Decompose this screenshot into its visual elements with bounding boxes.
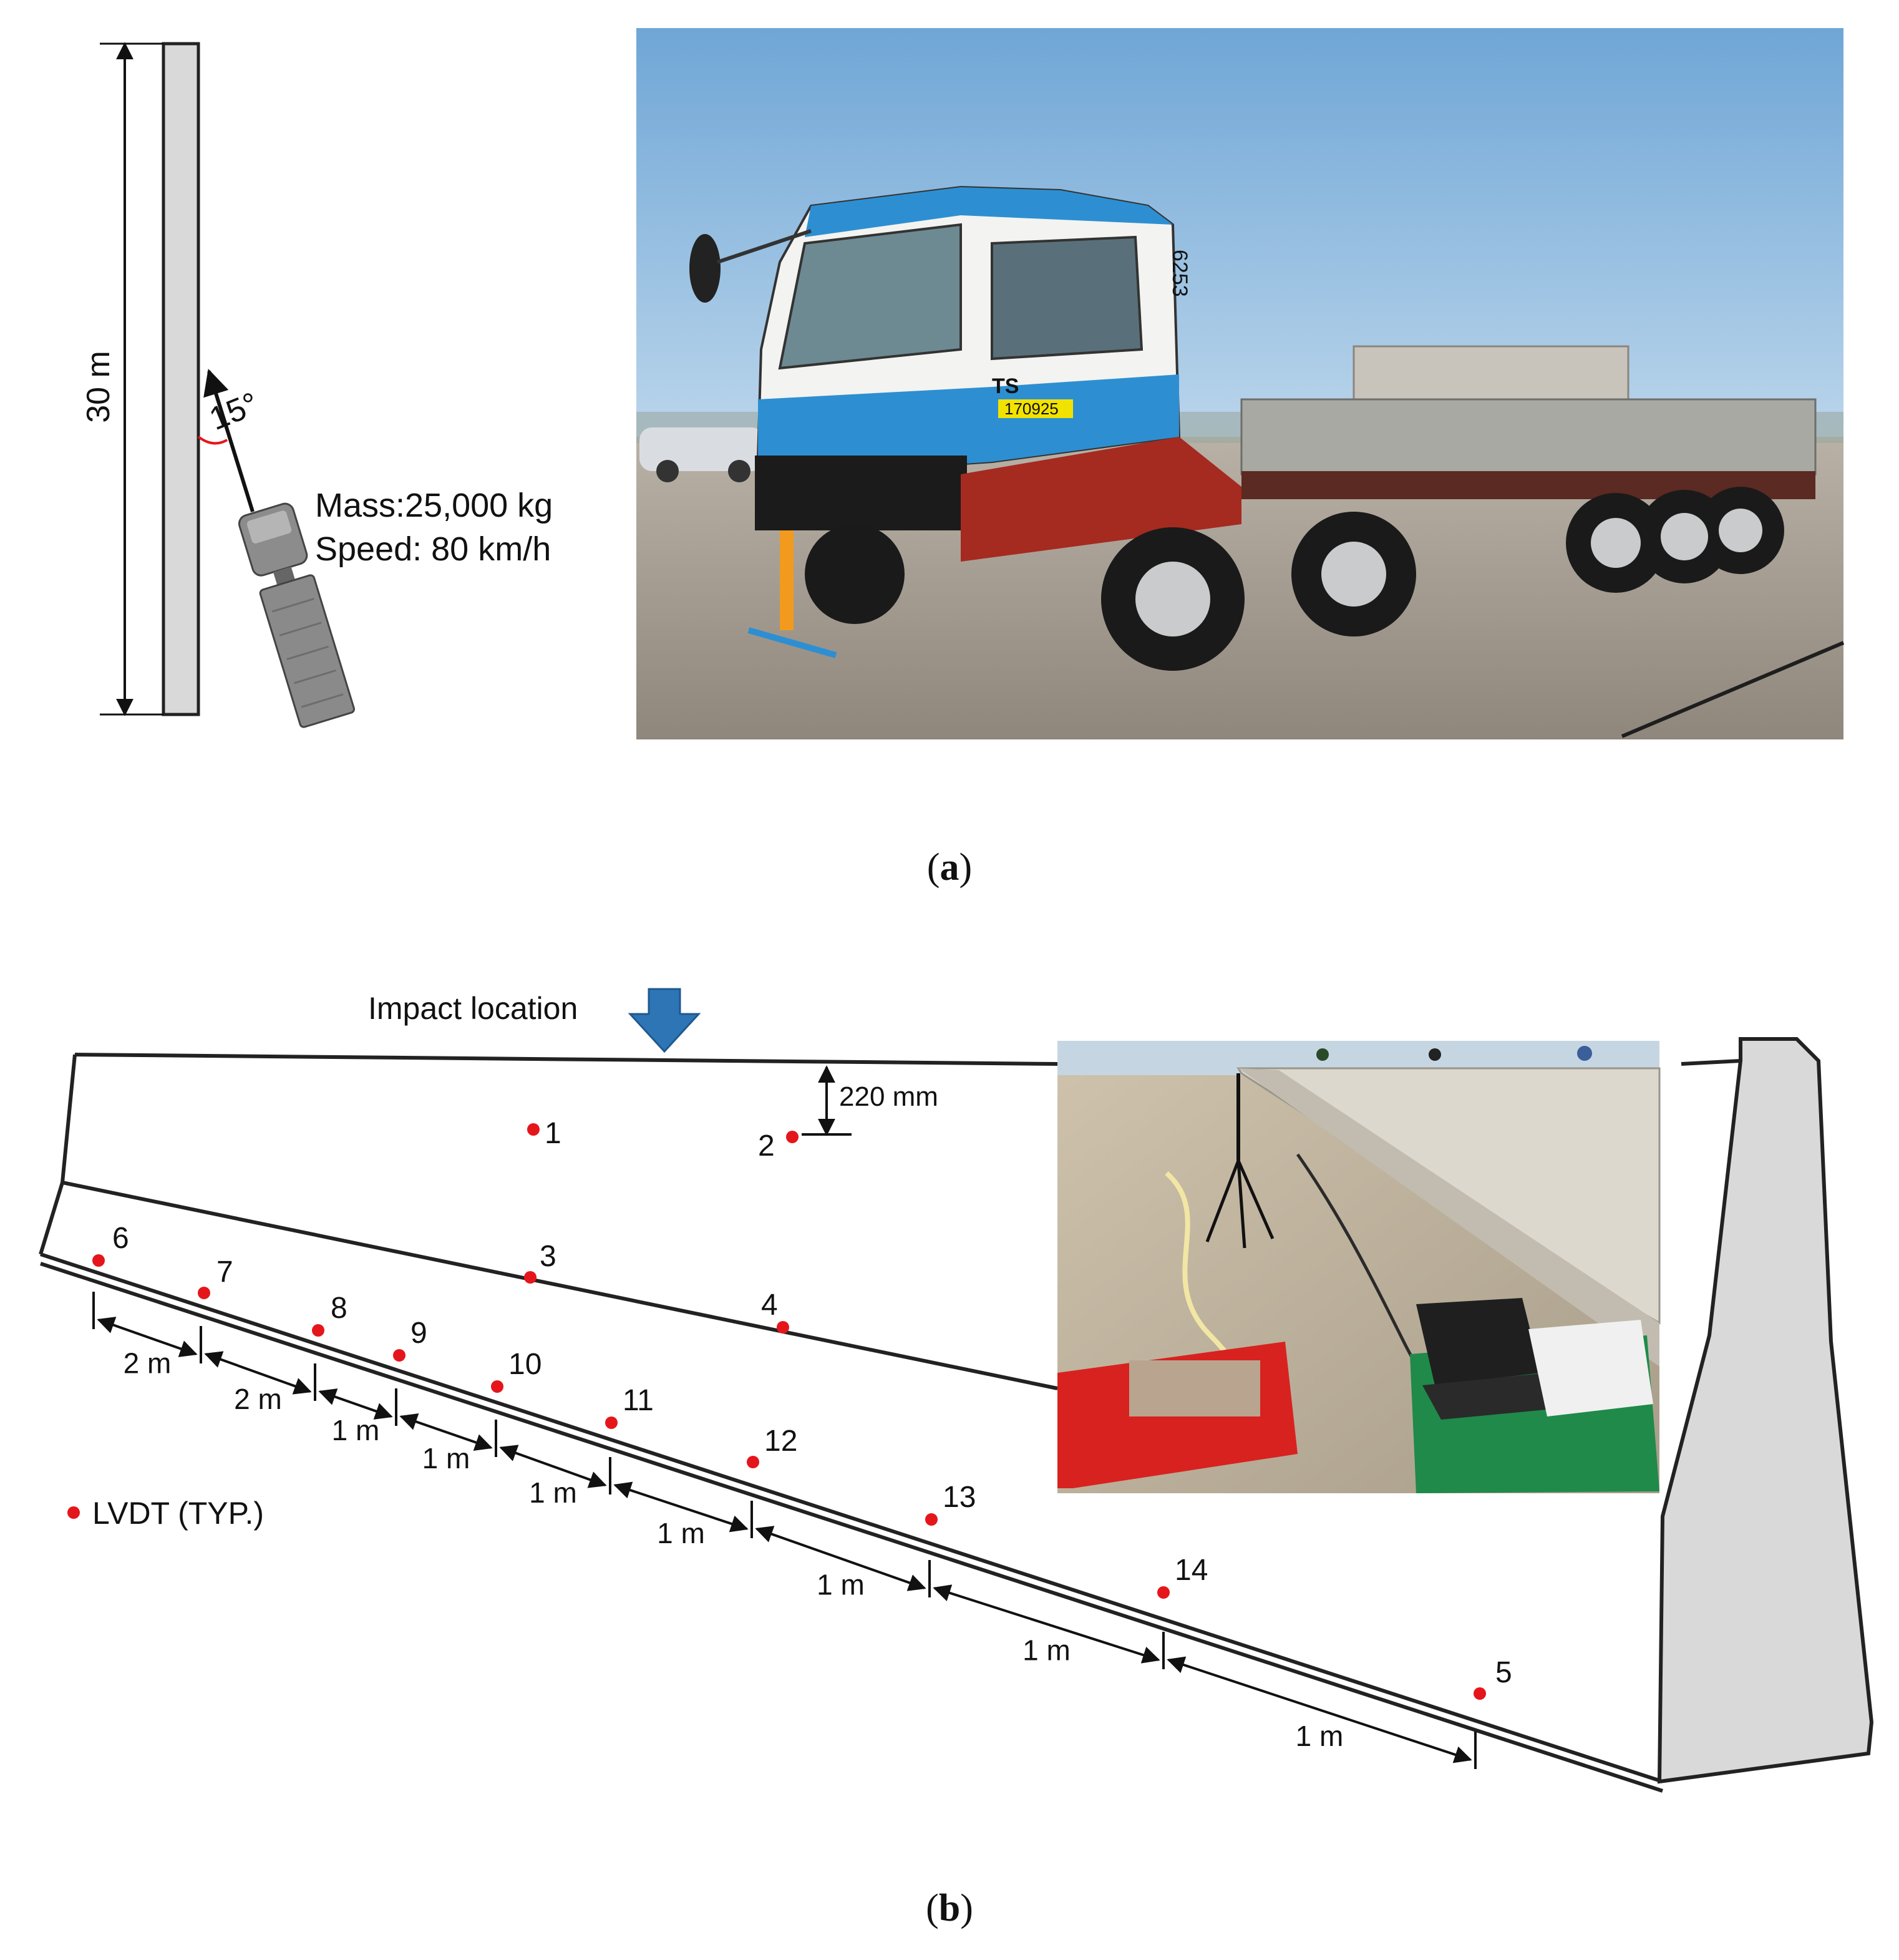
truck-top-view-icon [238, 502, 355, 728]
offset-label: 220 mm [839, 1081, 938, 1112]
cab-number-text: 6253 [1168, 250, 1192, 297]
cab-logo-text: TS [992, 374, 1019, 398]
truck-photo: 170925 TS 6253 [636, 28, 1845, 739]
spacing-label: 1 m [332, 1414, 380, 1446]
impact-arrow-icon [628, 988, 701, 1053]
caption-b: (b) [926, 1887, 973, 1929]
caption-a: (a) [927, 846, 972, 889]
lvdt-sensor-label: 3 [540, 1240, 556, 1273]
lvdt-sensor-dot [92, 1254, 105, 1267]
dimension-arrow [97, 1317, 198, 1357]
lvdt-sensor-dot [312, 1324, 324, 1337]
lvdt-sensor-label: 7 [216, 1255, 233, 1289]
lvdt-sensor-dot [393, 1349, 406, 1362]
spacing-label: 1 m [529, 1476, 577, 1509]
vehicle-mass-label: Mass:25,000 kg [315, 487, 553, 524]
lvdt-sensor-dot [491, 1380, 503, 1393]
spacing-label: 1 m [817, 1569, 865, 1601]
barrier-length-label: 30 m [80, 351, 117, 423]
impact-location-marker: Impact location [368, 988, 701, 1053]
lvdt-sensor-dot [925, 1513, 938, 1526]
spacing-label: 1 m [422, 1442, 470, 1475]
spacing-label: 1 m [1296, 1720, 1344, 1752]
lvdt-sensor-label: 8 [331, 1292, 347, 1325]
legend-label: LVDT (TYP.) [92, 1496, 264, 1531]
panel-a: 30 m 15° Mass:25,000 kg Speed: 80 km/h [80, 28, 1845, 889]
lvdt-sensor-dot [524, 1271, 537, 1284]
lvdt-sensor-label: 9 [410, 1317, 427, 1350]
barrier-end-section [1657, 1037, 1874, 1784]
lvdt-sensor-dot [198, 1287, 210, 1299]
lvdt-sensor-label: 10 [508, 1348, 542, 1381]
spacing-label: 2 m [234, 1383, 282, 1415]
lvdt-sensor-dot [1157, 1586, 1170, 1599]
lvdt-sensor-label: 13 [943, 1481, 976, 1514]
spacing-layer: 2 m 2 m 1 m 1 m 1 m 1 m 1 m 1 m 1 m [92, 1292, 1477, 1769]
impact-location-label: Impact location [368, 991, 578, 1026]
lvdt-sensor-label: 14 [1175, 1554, 1208, 1587]
lvdt-sensor-label: 1 [545, 1117, 561, 1150]
spacing-label: 2 m [124, 1347, 172, 1380]
spacing-label: 1 m [1022, 1634, 1071, 1667]
lvdt-sensor-dot [1474, 1687, 1486, 1700]
cab-plate-text: 170925 [1004, 399, 1059, 418]
lvdt-sensor-dot [786, 1131, 799, 1143]
vehicle-speed-label: Speed: 80 km/h [315, 530, 551, 568]
lvdt-sensor-label: 4 [761, 1289, 778, 1322]
dimension-arrow [204, 1351, 312, 1395]
legend-dot-icon [67, 1506, 80, 1519]
lvdt-sensor-label: 5 [1495, 1656, 1512, 1689]
lvdt-sensor-dot [747, 1456, 759, 1468]
impact-trajectory: 15° [197, 368, 264, 512]
dimension-arrow [613, 1481, 749, 1533]
dimension-arrow [933, 1584, 1160, 1664]
lvdt-sensor-dot [605, 1416, 618, 1429]
lvdt-sensor-label: 2 [758, 1129, 775, 1163]
dimension-arrow [755, 1526, 926, 1591]
lvdt-sensor-label: 6 [112, 1222, 129, 1255]
legend: LVDT (TYP.) [67, 1496, 264, 1531]
barrier-plan-view: 30 m [80, 42, 200, 716]
dimension-arrow [399, 1413, 493, 1451]
dimension-arrow [1167, 1656, 1472, 1763]
dimension-arrow [499, 1445, 607, 1488]
lvdt-sensor-label: 11 [623, 1384, 654, 1417]
lvdt-sensor-dot [777, 1321, 789, 1333]
instrumentation-photo [1057, 1041, 1661, 1493]
lvdt-sensor-dot [527, 1123, 540, 1136]
offset-dimension: 220 mm [802, 1065, 938, 1136]
dimension-arrow [318, 1388, 393, 1420]
impact-angle-label: 15° [205, 386, 264, 437]
spacing-label: 1 m [657, 1517, 705, 1549]
lvdt-sensor-label: 12 [764, 1425, 797, 1458]
